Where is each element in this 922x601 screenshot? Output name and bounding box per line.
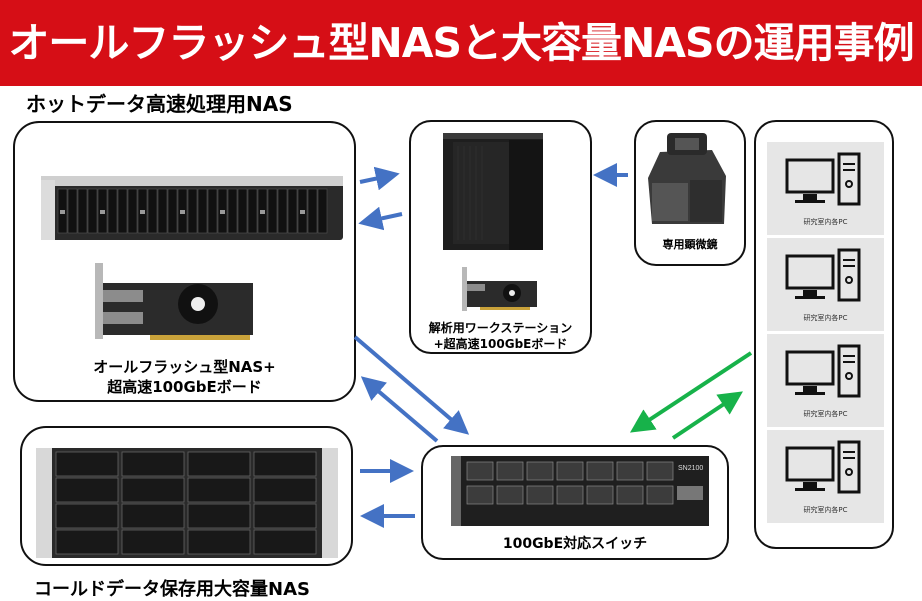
lab-pc-panel: 研究室内各PC: [767, 334, 884, 427]
lab-pc-panel: 研究室内各PC: [767, 430, 884, 523]
pc-label: 研究室内各PC: [803, 506, 848, 514]
hot-nas-box: [13, 121, 356, 402]
hot-section-label: ホットデータ高速処理用NAS: [26, 92, 293, 116]
lab-pc-panel: 研究室内各PC: [767, 238, 884, 331]
arrow-ws-to-nas: [358, 206, 403, 231]
pc-icon: [785, 248, 861, 302]
cold-nas-box: [20, 426, 353, 566]
hot-nas-caption-line2: 超高速100GbEボード: [107, 378, 262, 396]
arrow-switch-to-pcs: [671, 391, 743, 440]
pc-icon: [785, 344, 861, 398]
arrow-switch-to-nas: [360, 376, 439, 443]
switch-caption: 100GbE対応スイッチ: [502, 536, 648, 552]
hot-nas-caption-line1: オールフラッシュ型NAS+: [93, 358, 276, 376]
workstation-caption-line1: 解析用ワークステーション: [428, 321, 573, 335]
pc-label: 研究室内各PC: [803, 314, 848, 322]
arrow-pcs-to-switch: [629, 351, 753, 433]
title-banner: オールフラッシュ型NASと大容量NASの運用事例: [0, 0, 922, 86]
lab-pc-panel: 研究室内各PC: [767, 142, 884, 235]
workstation-caption-line2: +超高速100GbEボード: [433, 337, 568, 351]
cold-section-label: コールドデータ保存用大容量NAS: [34, 579, 310, 600]
pc-label: 研究室内各PC: [803, 218, 848, 226]
microscope-caption: 専用顕微鏡: [662, 238, 718, 251]
pc-label: 研究室内各PC: [803, 410, 848, 418]
pc-icon: [785, 440, 861, 494]
pc-icon: [785, 152, 861, 206]
page-title: オールフラッシュ型NASと大容量NASの運用事例: [8, 19, 914, 67]
arrow-nas-to-ws: [359, 166, 400, 191]
